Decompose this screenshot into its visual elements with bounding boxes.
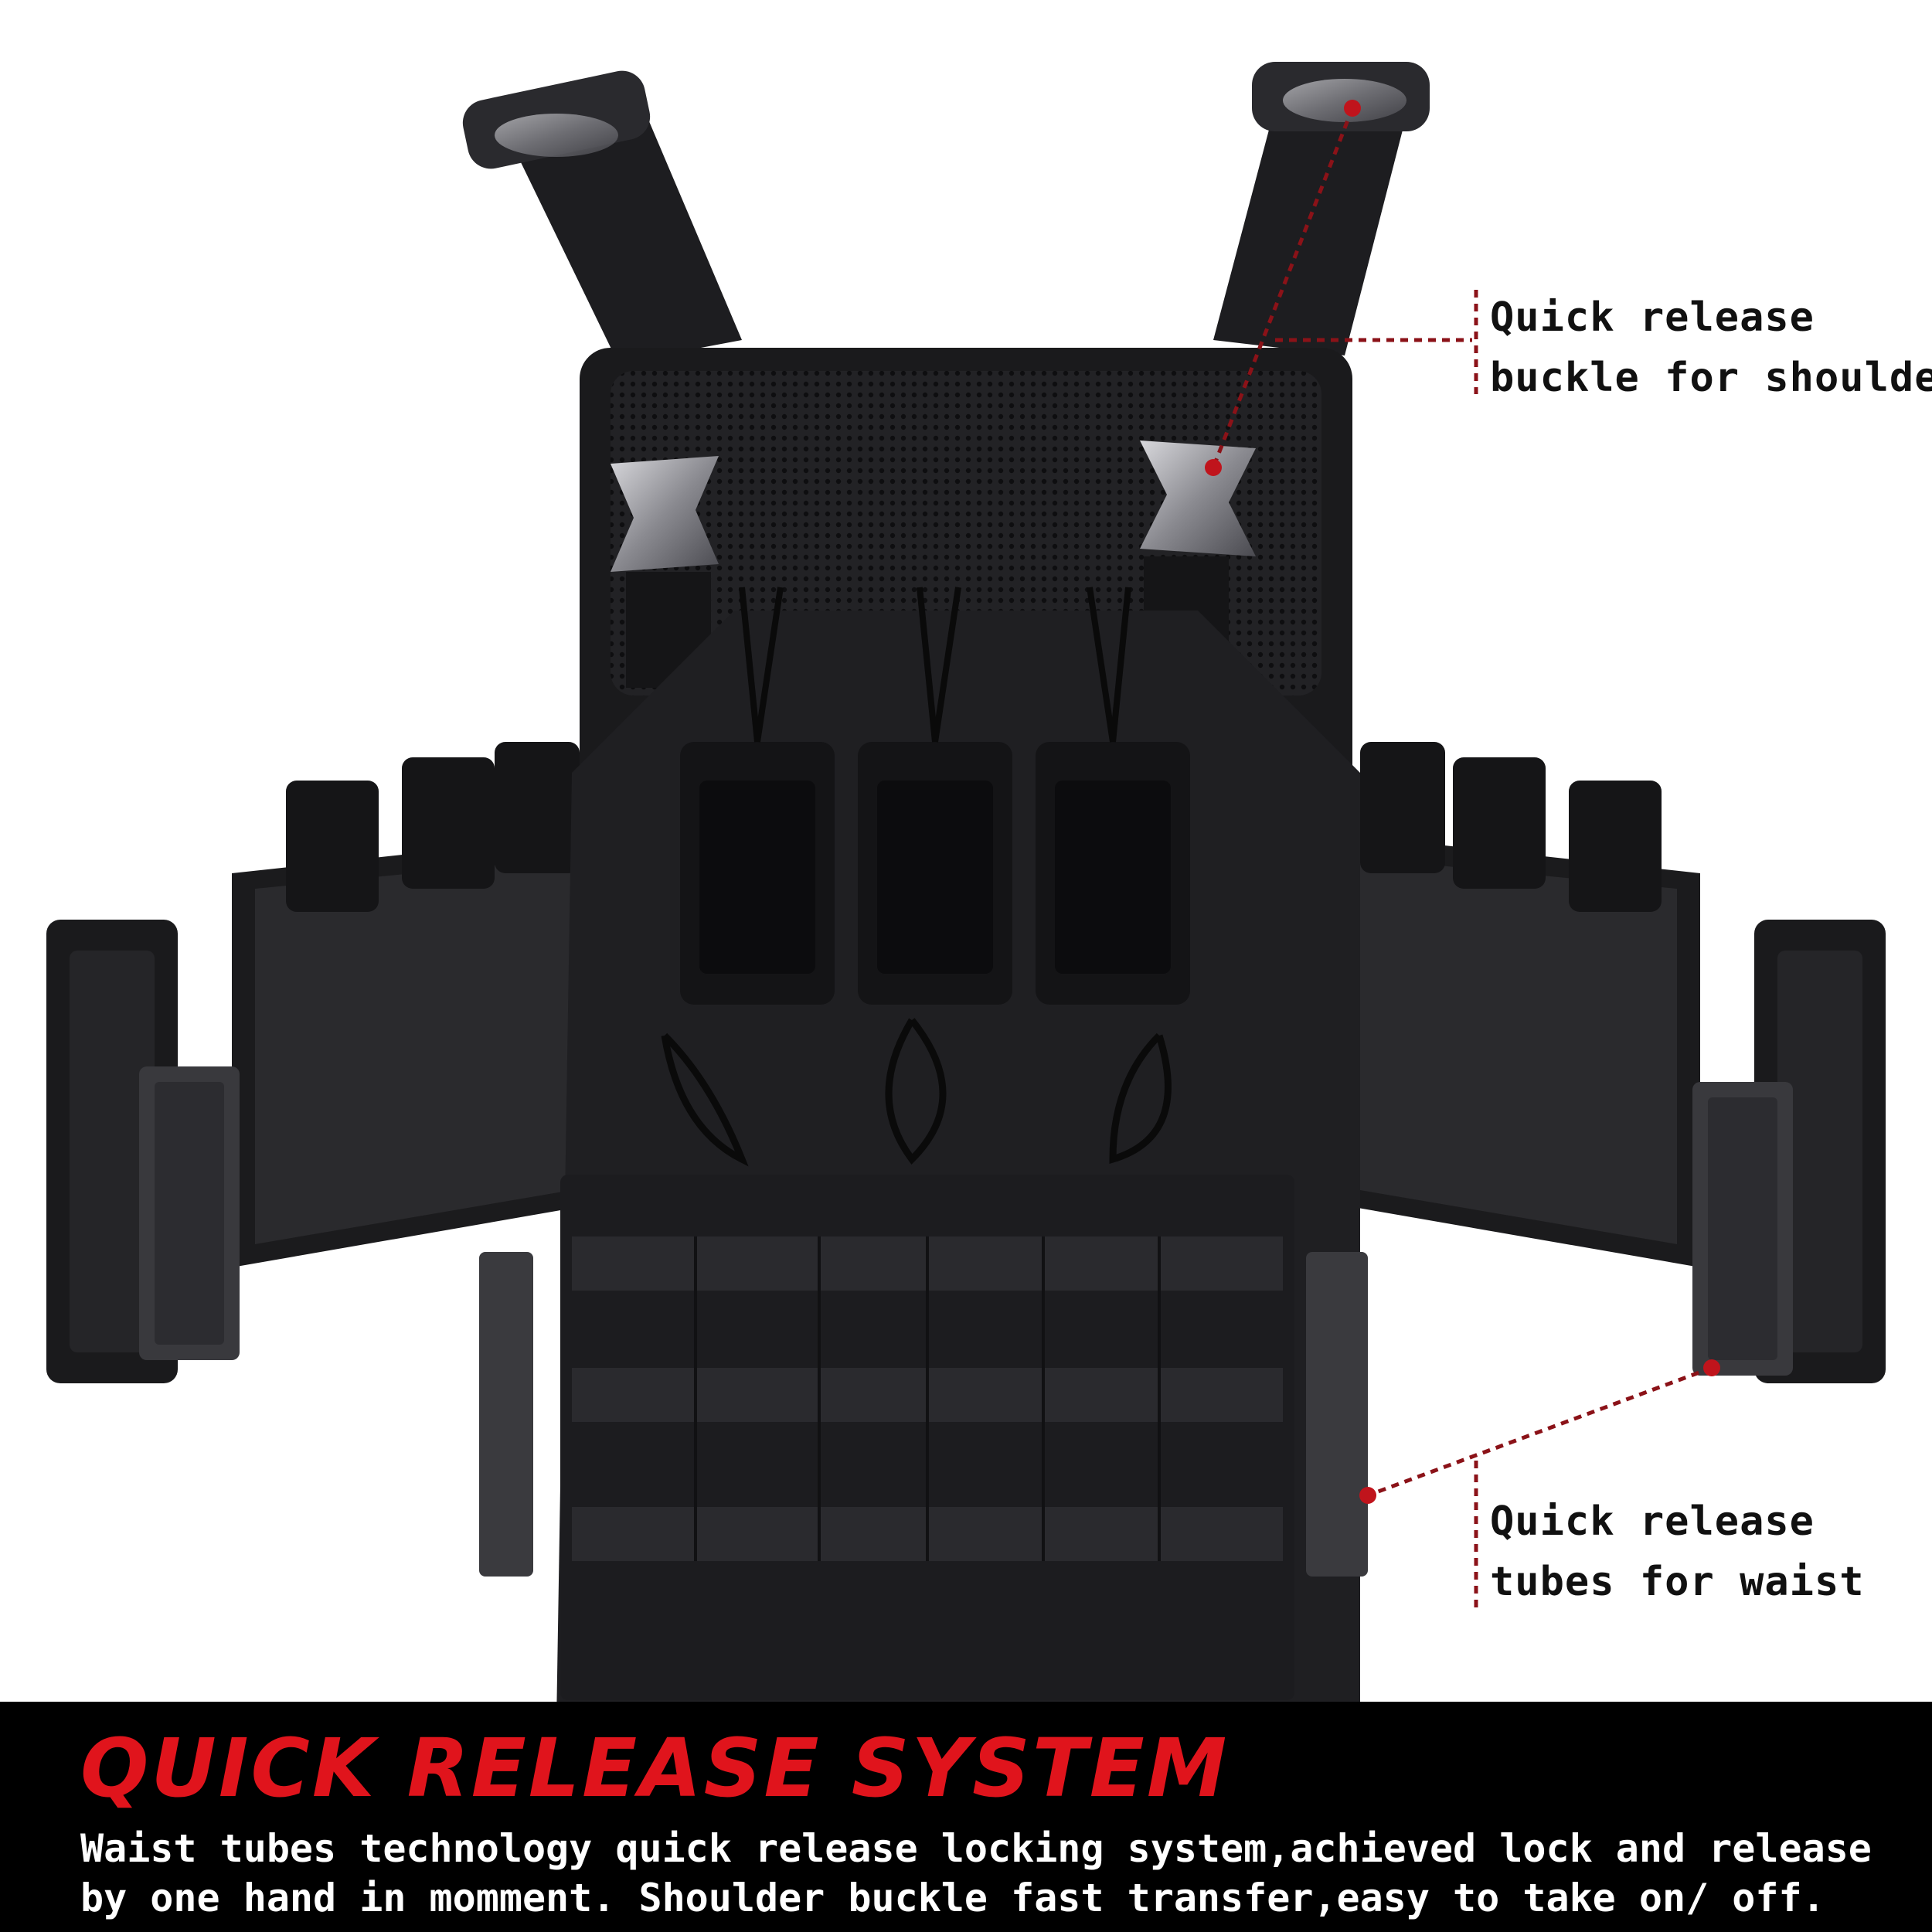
- left-cummerbund: [46, 742, 587, 1383]
- banner-description: Waist tubes technology quick release loc…: [80, 1824, 1920, 1923]
- elastic-loops: [661, 1018, 1172, 1167]
- front-right-tube: [1306, 1252, 1368, 1577]
- feature-banner: QUICK RELEASE SYSTEM Waist tubes technol…: [0, 1702, 1932, 1932]
- callout-shoulder-line2: buckle for shoulder: [1490, 355, 1932, 401]
- right-cummerbund: [1345, 742, 1886, 1383]
- leader-lines: [1211, 107, 1713, 1611]
- callout-shoulder-line1: Quick release: [1490, 294, 1815, 341]
- callout-waist-tubes: Quick release tubes for waist: [1490, 1492, 1865, 1612]
- callout-waist-line2: tubes for waist: [1490, 1559, 1865, 1605]
- banner-desc-line2: by one hand in momment. Shoulder buckle …: [80, 1876, 1825, 1920]
- callout-shoulder-buckle: Quick release buckle for shoulder: [1490, 287, 1932, 408]
- banner-title: QUICK RELEASE SYSTEM: [80, 1721, 1230, 1815]
- leader-dots: [1205, 100, 1720, 1504]
- magazine-pouches: [680, 587, 1190, 1005]
- callout-waist-line1: Quick release: [1490, 1498, 1815, 1545]
- front-left-tube: [479, 1252, 533, 1577]
- banner-desc-line1: Waist tubes technology quick release loc…: [80, 1826, 1872, 1871]
- shoulder-buckles: [611, 440, 1256, 696]
- shoulder-straps: [462, 62, 1430, 363]
